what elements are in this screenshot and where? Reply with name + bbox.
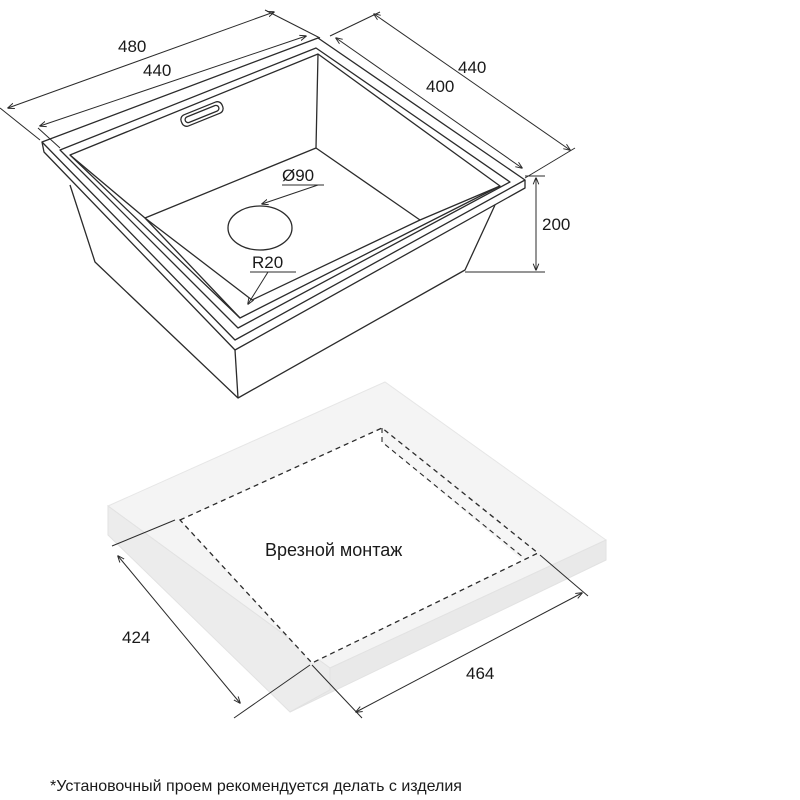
label-drain-diameter: Ø90 (282, 166, 314, 185)
drain-leader (262, 184, 319, 204)
drain-hole (227, 205, 293, 251)
radius-leader (248, 271, 269, 304)
overflow-slot (180, 101, 224, 127)
dim-line-cutout-width (356, 593, 582, 712)
sink-outer-body-edge (234, 349, 239, 399)
dim-line-outer-depth (374, 14, 570, 150)
label-cutout-depth: 424 (122, 628, 150, 647)
cutout-dimension-lines (111, 519, 589, 719)
label-outer-width: 480 (118, 37, 146, 56)
cutout-label: Врезной монтаж (265, 540, 402, 560)
sink-dimension-lines (0, 9, 576, 304)
dim-line-inner-depth (336, 38, 522, 168)
label-cutout-width: 464 (466, 664, 494, 683)
label-inner-width: 440 (143, 61, 171, 80)
label-inner-depth: 400 (426, 77, 454, 96)
label-outer-depth: 440 (458, 58, 486, 77)
dim-line-inner-width (40, 36, 306, 126)
dim-line-cutout-depth (118, 556, 240, 703)
label-height: 200 (542, 215, 570, 234)
cutout-dashed-outline (178, 427, 540, 664)
cutout-opening-depth (382, 428, 538, 560)
cutout-dashed-inner-edge (381, 428, 525, 559)
label-corner-radius: R20 (252, 253, 283, 272)
footnote: *Установочный проем рекомендуется делать… (50, 778, 462, 795)
